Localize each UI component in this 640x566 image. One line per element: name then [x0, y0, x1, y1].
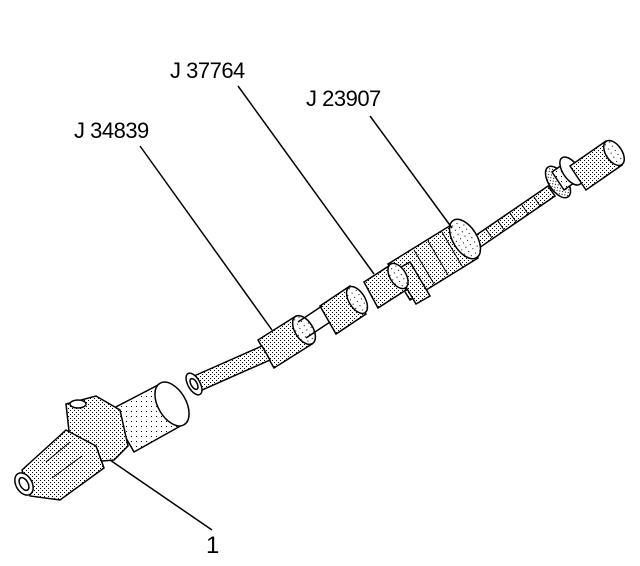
- leader-lines: [109, 85, 453, 531]
- callout-j34839: J 34839: [74, 118, 149, 143]
- leader-j23907: [369, 115, 453, 229]
- j34839-installer: [256, 305, 331, 370]
- j37764-adapter: [363, 262, 409, 310]
- installer-shaft: [192, 345, 272, 391]
- middle-sleeve: [319, 284, 369, 336]
- leader-j34839: [139, 145, 273, 331]
- rod-collar: [544, 156, 583, 199]
- leader-j37764: [237, 85, 375, 275]
- washer: [185, 372, 203, 396]
- rod-end-knob: [568, 139, 626, 192]
- callout-part-1: 1: [206, 532, 219, 559]
- callout-j37764: J 37764: [170, 58, 245, 83]
- threaded-rod: [470, 184, 557, 250]
- leader-part1: [109, 459, 213, 531]
- callout-j23907: J 23907: [306, 86, 381, 111]
- clutch-actuator-cylinder: [14, 381, 190, 501]
